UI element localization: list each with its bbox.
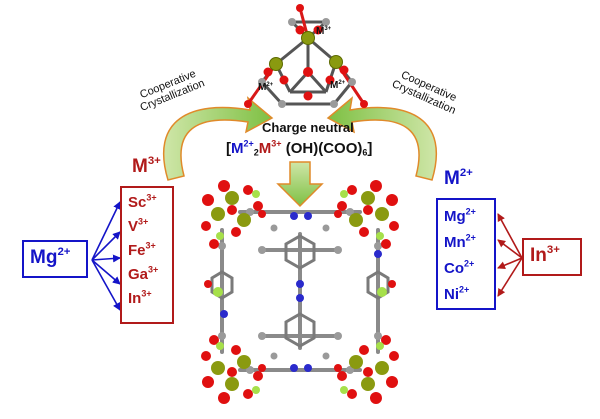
left-ion-2: Fe3+	[128, 240, 156, 259]
left-ion-4: In3+	[128, 288, 152, 307]
corner-cluster-bottom-left	[201, 335, 263, 404]
right-ion-2: Co2+	[444, 258, 475, 277]
mof-cage	[201, 180, 399, 404]
down-arrow	[276, 161, 324, 208]
left-header-m3: M3+	[132, 155, 161, 177]
edge-clusters	[204, 210, 396, 372]
left-ion-1: V3+	[128, 216, 149, 235]
cooperative-arrow-right	[326, 96, 438, 181]
corner-cluster-top-left	[201, 180, 263, 249]
right-fan-arrows	[497, 213, 523, 297]
corner-cluster-bottom-right	[337, 335, 399, 404]
charge-neutral-formula: [M2+2M3+ (OH)(COO)6]	[226, 138, 373, 158]
cluster-label-right: M2+	[330, 79, 346, 91]
cluster-label-left: M2+	[258, 81, 274, 93]
cooperative-arrow-left	[162, 96, 274, 181]
right-ion-3: Ni2+	[444, 284, 470, 303]
left-ion-0: Sc3+	[128, 192, 157, 211]
right-ion-1: Mn2+	[444, 232, 476, 251]
right-ion-list: Mg2+ Mn2+ Co2+ Ni2+	[436, 198, 496, 310]
right-source-label: In3+	[530, 244, 560, 266]
right-header-m2: M2+	[444, 167, 473, 189]
trimer-cluster	[244, 4, 368, 108]
charge-neutral-title: Charge neutral	[262, 120, 354, 135]
left-fan-arrows	[91, 201, 121, 311]
right-source-box: In3+	[522, 238, 582, 276]
left-ion-3: Ga3+	[128, 264, 159, 283]
corner-cluster-top-right	[337, 180, 399, 249]
cluster-label-top: M3+	[316, 25, 332, 37]
left-ion-list: Sc3+ V3+ Fe3+ Ga3+ In3+	[120, 186, 174, 324]
left-source-label: Mg2+	[30, 246, 71, 268]
left-source-box: Mg2+	[22, 240, 88, 278]
right-ion-0: Mg2+	[444, 206, 476, 225]
